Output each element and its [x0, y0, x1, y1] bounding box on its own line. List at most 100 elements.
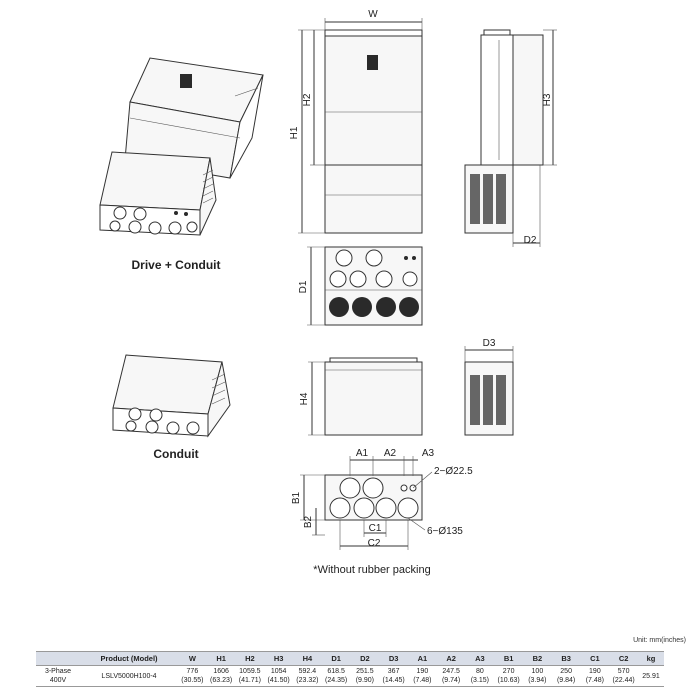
conduit-side-view — [464, 346, 514, 436]
table-value-cell: 190 (7.48) — [408, 665, 437, 687]
dim-label-h1: H1 — [289, 126, 300, 139]
value-mm: 592.4 — [298, 668, 317, 675]
caption-drive-conduit: Drive + Conduit — [131, 258, 220, 272]
model-cell: LSLV5000H100-4 — [80, 665, 178, 687]
table-value-cell: 1054(41.50) — [264, 665, 293, 687]
table-value-cell: 100 (3.94) — [523, 665, 552, 687]
table-value-cell: 190 (7.48) — [580, 665, 610, 687]
value-mm: 100 — [531, 668, 544, 675]
table-header-cell: kg — [638, 651, 664, 666]
conduit-hole-pattern — [300, 456, 433, 550]
value-mm: 190 — [589, 668, 601, 675]
value-inches: (3.15) — [470, 677, 490, 684]
table-header-cell: B3 — [551, 651, 581, 666]
dim-label-h2: H2 — [302, 93, 313, 106]
table-value-cell: 592.4 (23.32) — [293, 665, 322, 687]
dim-label-c2: C2 — [368, 538, 381, 549]
keypad-icon — [180, 74, 192, 88]
value-inches: (22.44) — [612, 677, 635, 684]
note-without-packing: *Without rubber packing — [313, 564, 430, 576]
table-value-cell: 270 (10.63) — [494, 665, 523, 687]
dim-label-b2: B2 — [303, 515, 314, 528]
table-value-cell: 80 (3.15) — [465, 665, 495, 687]
unit-label: Unit: mm(inches) — [633, 637, 686, 644]
table-header-cell — [36, 651, 80, 666]
vent-grille-icon — [202, 169, 214, 204]
table-value-cell: 1059.5 (41.71) — [235, 665, 265, 687]
dim-label-b1: B1 — [291, 491, 302, 504]
table-header-cell: A3 — [465, 651, 495, 666]
table-value-cell: 618.5(24.35) — [321, 665, 351, 687]
table-value-cell: 1606 (63.23) — [206, 665, 236, 687]
table-header-cell: W — [178, 651, 207, 666]
table-header-cell: A2 — [436, 651, 466, 666]
table-value-cell: 367 (14.45) — [379, 665, 408, 687]
value-mm: 367 — [387, 668, 400, 675]
table-header-cell: D2 — [350, 651, 380, 666]
dim-label-h3: H3 — [542, 93, 553, 106]
value-inches: (63.23) — [210, 677, 233, 684]
table-value-cell: 247.5 (9.74) — [436, 665, 466, 687]
value-mm: 190 — [416, 668, 429, 675]
value-inches: (24.35) — [325, 677, 348, 684]
table-header-cell: H3 — [264, 651, 293, 666]
dim-label-d3: D3 — [483, 338, 496, 349]
table-row: 3-Phase 400V LSLV5000H100-4 776(30.55)16… — [36, 665, 664, 687]
dim-label-d2: D2 — [524, 235, 537, 246]
table-header-cell: B1 — [494, 651, 523, 666]
table-header-cell: B2 — [523, 651, 552, 666]
value-inches: (7.48) — [585, 677, 605, 684]
value-inches: (3.94) — [528, 677, 547, 684]
dim-label-c1: C1 — [369, 523, 382, 534]
caption-conduit: Conduit — [153, 447, 198, 461]
value-mm: 270 — [502, 668, 515, 675]
value-inches: (41.50) — [267, 677, 290, 684]
value-inches: (9.74) — [441, 677, 461, 684]
dim-label-a2: A2 — [384, 448, 397, 459]
value-inches: (14.45) — [382, 677, 405, 684]
hole-label-large: 6−Ø135 — [427, 526, 463, 537]
table-value-cell: 25.91 — [638, 665, 664, 687]
table-value-cell: 251.5(9.90) — [350, 665, 380, 687]
table-header-cell: D1 — [321, 651, 351, 666]
dim-label-d1: D1 — [298, 280, 309, 293]
dim-label-w: W — [368, 9, 378, 20]
table-header-cell: Product (Model) — [80, 651, 178, 666]
table-header-cell: D3 — [379, 651, 408, 666]
value-mm: 776 — [186, 668, 199, 675]
table-value-cell: 250 (9.84) — [551, 665, 581, 687]
value-mm: 1606 — [213, 668, 229, 675]
value-mm: 250 — [560, 668, 572, 675]
side-view — [464, 29, 557, 247]
value-inches: (9.90) — [355, 677, 375, 684]
hole-label-small: 2−Ø22.5 — [434, 466, 473, 477]
table-header-cell: H1 — [206, 651, 236, 666]
value-inches: (7.48) — [413, 677, 432, 684]
table-value-cell: 570 (22.44) — [609, 665, 638, 687]
value-mm: 80 — [475, 668, 484, 675]
dim-label-a3: A3 — [422, 448, 435, 459]
table-header-cell: A1 — [408, 651, 437, 666]
table-header-cell: C2 — [609, 651, 638, 666]
knockout-holes-icon — [109, 206, 198, 235]
table-header-cell: H2 — [235, 651, 265, 666]
value-mm: 247.5 — [442, 668, 460, 675]
value-inches: (23.32) — [296, 677, 319, 684]
value-mm: 1059.5 — [239, 668, 261, 675]
bottom-view — [307, 246, 423, 326]
drive-conduit-isometric — [99, 57, 264, 236]
conduit-isometric — [112, 354, 231, 438]
value-inches: (9.84) — [556, 677, 576, 684]
value-inches: (10.63) — [497, 677, 520, 684]
table-header-cell: H4 — [293, 651, 322, 666]
dim-label-h4: H4 — [299, 392, 310, 405]
table-header-cell: C1 — [580, 651, 610, 666]
value-mm: 25.91 — [642, 672, 660, 680]
value-inches: (30.55) — [181, 677, 204, 684]
keypad-front-icon — [367, 55, 378, 70]
value-inches: (41.71) — [238, 677, 261, 684]
table-value-cell: 776 (30.55) — [178, 665, 207, 687]
value-mm: 570 — [617, 668, 630, 675]
